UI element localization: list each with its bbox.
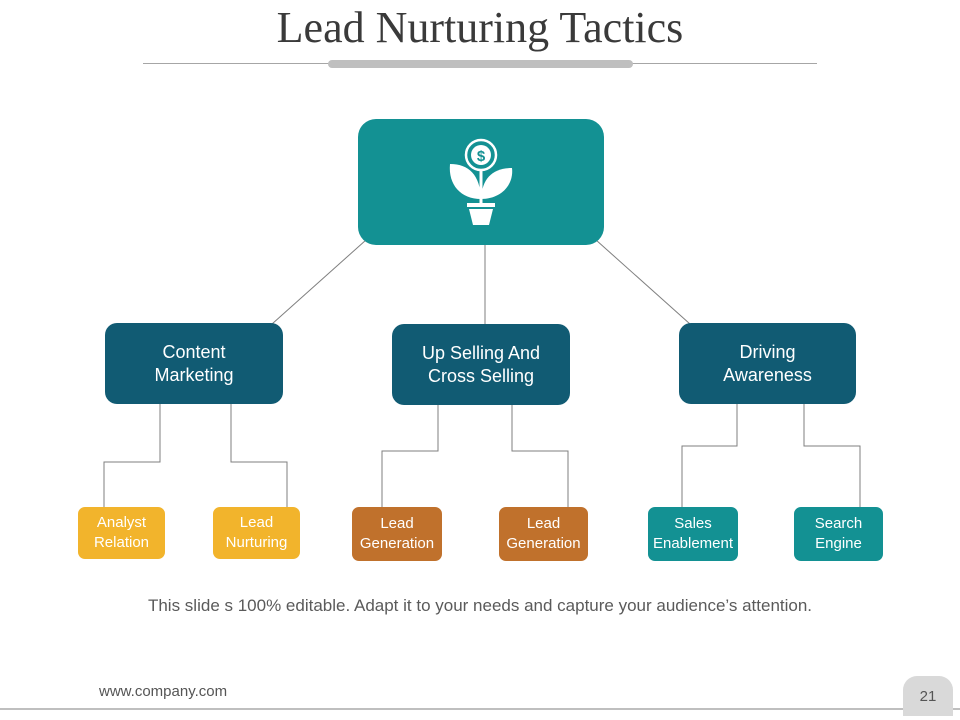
connector-content-nurturing (230, 404, 288, 507)
website-url: www.company.com (99, 683, 228, 700)
leaf-search-engine: Search Engine (794, 507, 883, 561)
branch-driving-awareness: Driving Awareness (679, 323, 856, 404)
money-plant-pot-icon: $ (449, 138, 513, 225)
branch-content-marketing: Content Marketing (105, 323, 283, 404)
leaf-lead-generation-2: Lead Generation (499, 507, 588, 561)
leaf-lead-generation-1: Lead Generation (352, 507, 442, 561)
footnote-text: This slide s 100% editable. Adapt it to … (147, 596, 813, 615)
connector-driving-sales (681, 404, 738, 507)
connector-driving-search (803, 404, 861, 507)
leaf-analyst-relation: Analyst Relation (78, 507, 165, 559)
footer-divider (0, 708, 960, 710)
leaf-sales-enablement: Sales Enablement (648, 507, 738, 561)
branch-up-selling: Up Selling And Cross Selling (392, 324, 570, 405)
root-node: $ (358, 119, 604, 245)
slide-title: Lead Nurturing Tactics (276, 3, 684, 52)
connector-content-analyst (103, 404, 161, 507)
connector-upselling-leadgen1 (381, 404, 439, 507)
connector-root-content (271, 239, 367, 325)
title-underline-accent (328, 60, 633, 68)
connector-upselling-leadgen2 (511, 404, 569, 507)
connector-root-driving (595, 239, 691, 325)
leaf-lead-nurturing: Lead Nurturing (213, 507, 300, 559)
page-number-badge: 21 (903, 676, 953, 716)
svg-text:$: $ (477, 148, 486, 165)
